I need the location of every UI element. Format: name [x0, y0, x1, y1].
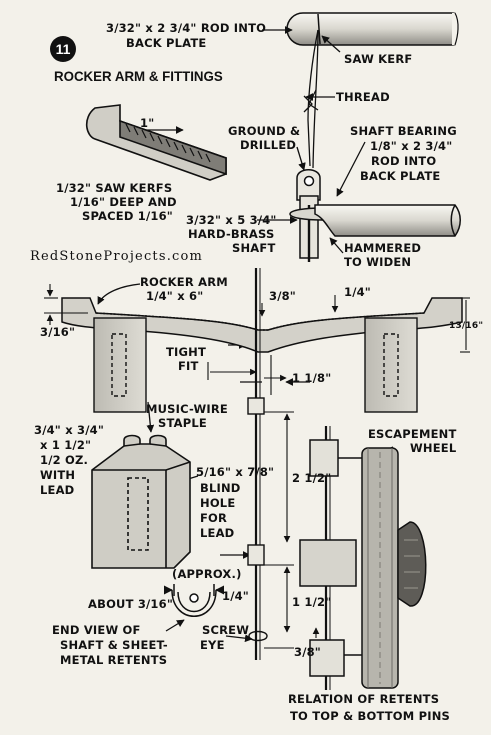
label-tight-line2: FIT — [178, 359, 199, 373]
label-shaft-line1: 3/32" x 5 3/4" — [186, 213, 277, 227]
watermark-text: RedStoneProjects.com — [30, 249, 204, 264]
label-inch-1: 1" — [140, 116, 155, 130]
label-screw-line1: SCREW — [202, 623, 250, 637]
dimension-lines — [44, 284, 470, 675]
label-dim-1-4-top: 1/4" — [344, 285, 371, 299]
label-hole-line2: BLIND — [200, 481, 241, 495]
figure-title: ROCKER ARM & FITTINGS — [54, 68, 223, 84]
escapement-wheel — [299, 426, 427, 690]
label-dim-1-4-end: 1/4" — [222, 589, 249, 603]
label-tight-line1: TIGHT — [166, 345, 207, 359]
top-rod — [286, 12, 470, 46]
label-dim-13-16: 13/16" — [449, 321, 484, 331]
label-dim-1-1-8: 1 1/8" — [292, 371, 332, 385]
label-end-view-line3: METAL RETENTS — [60, 653, 168, 667]
label-staple-line2: STAPLE — [158, 416, 207, 430]
label-ground-line1: GROUND & — [228, 124, 301, 138]
label-hammered-line1: HAMMERED — [344, 241, 422, 255]
label-relation-line1: RELATION OF RETENTS — [288, 692, 440, 706]
kerf-block — [85, 104, 227, 181]
label-end-view-line1: END VIEW OF — [52, 623, 141, 637]
end-view-retent — [163, 584, 225, 617]
label-hole-line3: HOLE — [200, 496, 236, 510]
label-saw-kerf: SAW KERF — [344, 52, 413, 66]
arm-weights — [93, 317, 418, 413]
label-rocker-line2: 1/4" x 6" — [146, 289, 204, 303]
label-weight-line2: x 1 1/2" — [40, 438, 92, 452]
label-approx: (APPROX.) — [172, 567, 242, 581]
label-escapement-line1: ESCAPEMENT — [368, 427, 457, 441]
label-weight-line3: 1/2 OZ. — [40, 453, 89, 467]
label-hole-line1: 5/16" x 7/8" — [196, 465, 275, 479]
label-bearing-line3: ROD INTO — [371, 154, 437, 168]
label-screw-line2: EYE — [200, 638, 225, 652]
label-bearing-line1: SHAFT BEARING — [350, 124, 457, 138]
label-dim-3-8-bottom: 3/8" — [294, 645, 321, 659]
label-weight-line4: WITH — [40, 468, 76, 482]
label-dim-3-8-top: 3/8" — [269, 289, 296, 303]
label-end-view-line2: SHAFT & SHEET- — [60, 638, 168, 652]
label-relation-line2: TO TOP & BOTTOM PINS — [290, 709, 451, 723]
pivot-assembly — [289, 169, 461, 262]
label-kerfs-line2: 1/16" DEEP AND — [70, 195, 177, 209]
label-shaft-line3: SHAFT — [232, 241, 276, 255]
label-thread: THREAD — [336, 90, 390, 104]
label-rod-line1: 3/32" x 2 3/4" ROD INTO — [106, 21, 267, 35]
label-dim-1-1-2: 1 1/2" — [292, 595, 332, 609]
label-dim-2-1-2: 2 1/2" — [292, 471, 332, 485]
label-weight-line5: LEAD — [40, 483, 75, 497]
label-weight-line1: 3/4" x 3/4" — [34, 423, 105, 437]
label-dim-3-16-left: 3/16" — [40, 325, 76, 339]
thread — [303, 29, 319, 169]
label-rocker-line1: ROCKER ARM — [140, 275, 228, 289]
label-ground-line2: DRILLED — [240, 138, 297, 152]
label-hammered-line2: TO WIDEN — [344, 255, 412, 269]
figure-number-badge-text: 11 — [50, 36, 76, 62]
label-rod-line2: BACK PLATE — [126, 36, 207, 50]
label-about-3-16: ABOUT 3/16" — [88, 597, 174, 611]
label-escapement-line2: WHEEL — [410, 441, 457, 455]
lead-weight-block — [91, 434, 191, 569]
label-hole-line4: FOR — [200, 511, 228, 525]
label-kerfs-line3: SPACED 1/16" — [82, 209, 173, 223]
label-staple-line1: MUSIC-WIRE — [146, 402, 228, 416]
main-shaft — [247, 268, 268, 660]
label-shaft-line2: HARD-BRASS — [188, 227, 275, 241]
label-bearing-line2: 1/8" x 2 3/4" — [370, 139, 453, 153]
label-hole-line5: LEAD — [200, 526, 235, 540]
label-kerfs-line1: 1/32" SAW KERFS — [56, 181, 173, 195]
label-bearing-line4: BACK PLATE — [360, 169, 441, 183]
